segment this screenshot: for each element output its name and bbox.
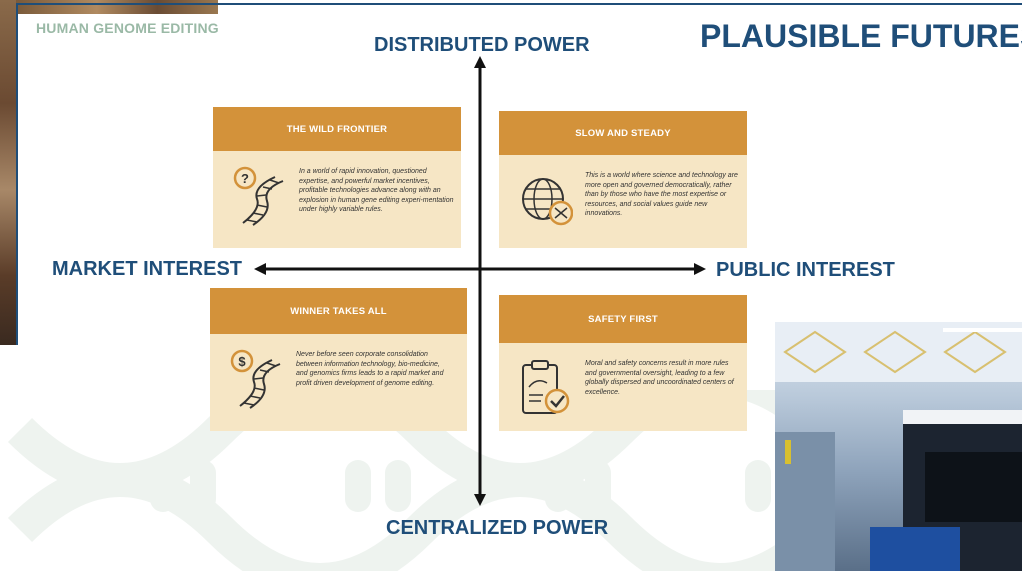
page-title: PLAUSIBLE FUTURES	[700, 18, 1022, 54]
arrow-left-icon	[254, 263, 266, 275]
lab-photo	[775, 322, 1022, 571]
left-border	[16, 3, 18, 345]
card-description: Moral and safety concerns result in more…	[585, 360, 734, 396]
card-description: This is a world where science and techno…	[585, 172, 738, 217]
axis-label-top: DISTRIBUTED POWER	[374, 34, 590, 56]
axis-label-left: MARKET INTEREST	[52, 258, 242, 280]
section-label: HUMAN GENOME EDITING	[36, 20, 219, 36]
card-winner-takes-all: WINNER TAKES ALL $ Never before seen cor…	[210, 288, 467, 431]
left-photo-fragment	[0, 0, 16, 345]
svg-text:?: ?	[241, 171, 249, 186]
arrow-up-icon	[474, 56, 486, 68]
dna-question-icon: ?	[233, 166, 284, 226]
card-description: In a world of rapid innovation, question…	[299, 168, 454, 213]
card-title: SAFETY FIRST	[499, 295, 747, 343]
card-title: THE WILD FRONTIER	[213, 107, 461, 151]
ceiling-pattern	[783, 330, 1007, 374]
card-title: SLOW AND STEADY	[499, 111, 747, 155]
card-safety-first: SAFETY FIRST Moral and safety concerns r…	[499, 295, 747, 431]
card-wild-frontier: THE WILD FRONTIER ? In a world of rapid …	[213, 107, 461, 248]
card-title: WINNER TAKES ALL	[210, 288, 467, 334]
card-description: Never before seen corporate consolidatio…	[296, 351, 444, 387]
svg-text:$: $	[238, 354, 246, 369]
top-border	[16, 3, 1022, 5]
card-slow-and-steady: SLOW AND STEADY This is a world where sc…	[499, 111, 747, 248]
axis-label-right: PUBLIC INTEREST	[716, 259, 895, 281]
arrow-right-icon	[694, 263, 706, 275]
arrow-down-icon	[474, 494, 486, 506]
axis-label-bottom: CENTRALIZED POWER	[386, 517, 609, 539]
clipboard-check-icon	[522, 360, 570, 414]
globe-dna-icon	[522, 178, 573, 226]
dna-dollar-icon: $	[230, 349, 281, 409]
